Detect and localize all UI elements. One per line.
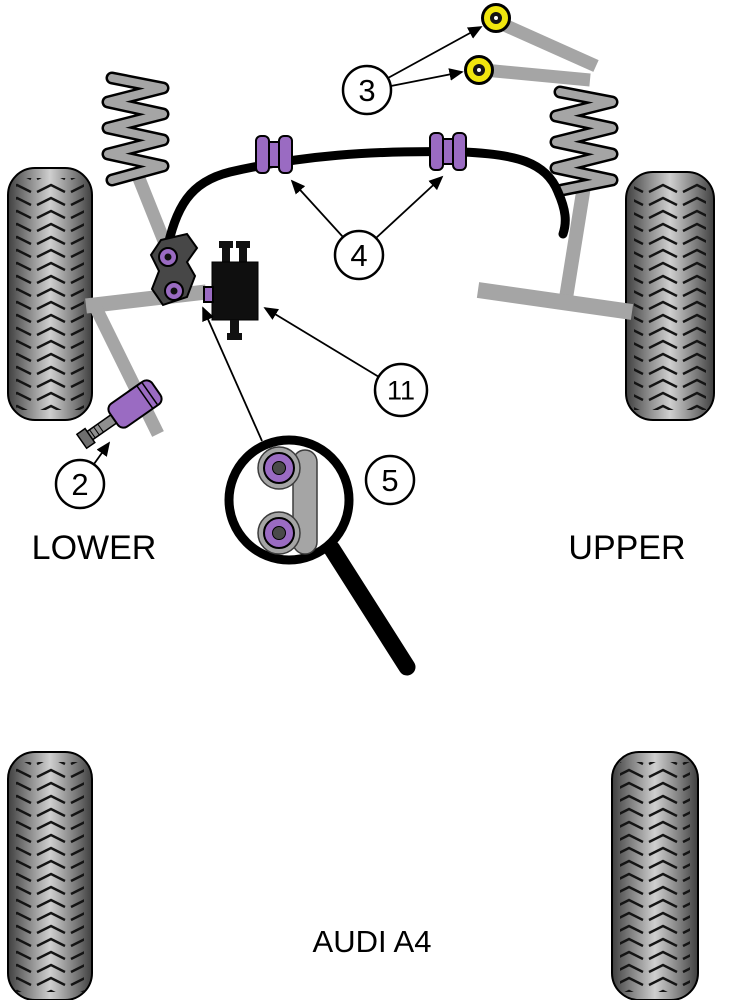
callout-11-number: 11 — [387, 376, 415, 406]
magnifier-handle — [323, 540, 416, 676]
upper-arm-links — [483, 18, 599, 87]
callout-5-number: 5 — [381, 463, 398, 498]
arrow-11-mount — [263, 307, 380, 378]
drop-link-bracket — [149, 232, 199, 307]
arrow-3-top-bush — [387, 26, 483, 79]
magnifier — [224, 435, 416, 676]
upper-arm-bush-bottom — [464, 55, 494, 85]
tyre-rear-right — [611, 751, 699, 1000]
model-label: AUDI A4 — [313, 924, 432, 959]
arrow-4-left-bush — [290, 179, 344, 238]
callout-11: 11 — [373, 362, 429, 418]
tread-pattern — [634, 182, 706, 410]
coil-spring-left — [101, 71, 170, 187]
magnified-link — [257, 446, 318, 555]
engine-mount — [203, 241, 259, 340]
callout-4-number: 4 — [350, 238, 367, 273]
arrow-4-right-bush — [375, 175, 444, 239]
right-suspension-arms — [476, 184, 634, 320]
tread-pattern — [16, 178, 84, 410]
lower-arm-bush — [75, 379, 163, 450]
coil-spring-right — [549, 85, 619, 197]
arrow-2-bush — [93, 441, 111, 465]
tread-pattern — [620, 762, 690, 992]
callout-3: 3 — [341, 64, 393, 116]
upper-label: UPPER — [568, 529, 685, 567]
arrow-magnifier-bracket — [202, 306, 263, 442]
tyre-front-left — [7, 167, 93, 421]
callout-3-number: 3 — [358, 73, 375, 108]
callout-4: 4 — [333, 229, 385, 281]
upper-arm-bush-top — [481, 3, 511, 33]
leader-arrows — [93, 26, 483, 465]
anti-roll-bar — [161, 147, 570, 259]
callout-2: 2 — [54, 458, 106, 510]
tyre-rear-left — [7, 751, 93, 1000]
arb-bush-left — [255, 135, 293, 174]
tread-pattern — [16, 762, 84, 992]
callout-2-number: 2 — [71, 467, 88, 502]
callout-5: 5 — [364, 454, 416, 506]
tyre-front-right — [625, 171, 715, 421]
lower-label: LOWER — [32, 529, 157, 567]
arrow-3-bottom-bush — [390, 68, 464, 87]
arb-bush-right — [429, 132, 467, 171]
